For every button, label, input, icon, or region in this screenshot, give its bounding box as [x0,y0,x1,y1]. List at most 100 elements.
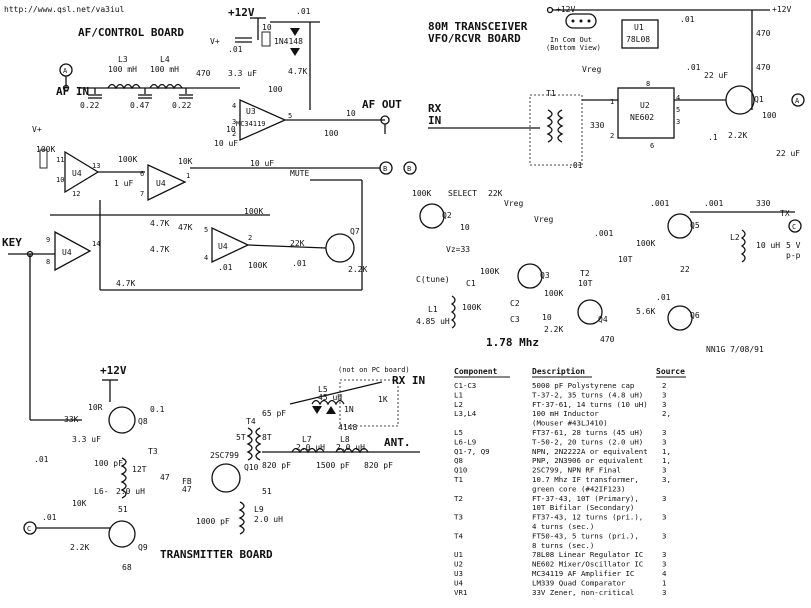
svg-text:1: 1 [186,172,190,180]
bom-component: Q10 [454,466,467,475]
svg-text:Q5: Q5 [690,221,700,230]
bom-description: 78L08 Linear Regulator IC [532,550,643,559]
vfo-board-title-1: 80M TRANSCEIVER [428,20,528,33]
bom-description: PNP, 2N3906 or equivalent [532,456,643,465]
svg-text:C1: C1 [466,279,476,288]
svg-text:10T: 10T [618,255,633,264]
bom-header-source: Source [656,367,685,376]
svg-text:C(tune): C(tune) [416,275,450,284]
svg-text:6: 6 [140,170,144,178]
svg-text:MC34119: MC34119 [236,120,266,128]
svg-text:1N: 1N [344,405,354,414]
svg-text:4.7K: 4.7K [116,279,135,288]
t3-transformer [120,457,127,499]
svg-text:51: 51 [262,487,272,496]
connector-c-vfo [788,219,802,233]
svg-text:5: 5 [288,112,292,120]
svg-text:5: 5 [204,226,208,234]
svg-text:3: 3 [232,118,236,126]
svg-text:1K: 1K [378,395,388,404]
svg-text:C: C [792,223,796,231]
bom-source: 3 [662,428,666,437]
bom-source: 3 [662,494,666,503]
bom-source: 1, [662,447,671,456]
bom-description: 10.7 Mhz IF transformer, [532,475,639,484]
t1-if-transformer [529,94,583,166]
svg-text:1000 pF: 1000 pF [196,517,230,526]
bom-source: 3 [662,466,666,475]
bom-component: U2 [454,560,463,569]
svg-text:4: 4 [676,94,680,102]
svg-text:22 uF: 22 uF [704,71,728,80]
svg-text:Q8: Q8 [138,417,148,426]
bom-header-description: Description [532,366,585,376]
tx-board-title: TRANSMITTER BOARD [160,548,273,561]
bom-source: 3 [662,531,666,540]
svg-text:4.7K: 4.7K [150,219,169,228]
frequency-label: 1.78 Mhz [486,336,539,349]
bom-component: L5 [454,428,463,437]
svg-text:100 mH: 100 mH [108,65,137,74]
q10-transistor [211,463,241,493]
svg-text:L5: L5 [318,385,328,394]
antenna-label: ANT. [384,436,411,449]
svg-text:10: 10 [542,313,552,322]
rx-in-tx-label: RX IN [392,374,425,387]
svg-text:4: 4 [232,102,236,110]
l7-inductor [291,447,325,454]
svg-text:8: 8 [646,80,650,88]
svg-text:.01: .01 [296,7,311,16]
svg-text:6: 6 [650,142,654,150]
svg-text:1N4148: 1N4148 [274,37,303,46]
svg-text:2.2K: 2.2K [70,543,89,552]
svg-text:33K: 33K [64,415,79,424]
l9-inductor [238,501,245,535]
bom-description: FT-37-61, 14 turns (10 uH) [532,400,648,409]
svg-text:U4: U4 [62,248,72,257]
connector-a-vfo [791,93,805,107]
svg-text:100K: 100K [544,289,563,298]
svg-text:L4: L4 [160,55,170,64]
af-supply-label: +12V [228,6,255,19]
svg-text:Q9: Q9 [138,543,148,552]
rx-in-label: RX [428,102,442,115]
source-url: http://www.qsl.net/va3iul [4,5,125,14]
q9-transistor [108,520,136,548]
svg-text:.1: .1 [708,133,718,142]
bom-component: L3,L4 [454,409,477,418]
not-on-pc-board-box [339,379,399,427]
svg-text:L7: L7 [302,435,312,444]
svg-text:T4: T4 [246,417,256,426]
svg-text:100: 100 [268,85,283,94]
svg-text:8T: 8T [262,433,272,442]
svg-text:V+: V+ [210,37,220,46]
svg-text:L3: L3 [118,55,128,64]
svg-text:78L08: 78L08 [626,35,650,44]
key-label: KEY [2,236,22,249]
svg-text:22K: 22K [488,189,503,198]
svg-text:IN: IN [428,114,441,127]
u1-regulator [621,19,659,49]
q4-transistor [577,299,603,325]
q5-transistor [667,213,693,239]
svg-text:Q4: Q4 [598,315,608,324]
q2-transistor [419,203,445,229]
t4-transformer [246,427,253,461]
svg-text:100: 100 [762,111,777,120]
svg-text:470: 470 [756,63,771,72]
svg-text:L6-: L6- [94,487,108,496]
svg-text:10: 10 [56,176,64,184]
svg-text:470: 470 [756,29,771,38]
svg-text:10R: 10R [88,403,103,412]
svg-text:3: 3 [676,118,680,126]
svg-text:C2: C2 [510,299,520,308]
svg-text:12: 12 [72,190,80,198]
bom-header-component: Component [454,367,498,376]
svg-text:2.0 uH: 2.0 uH [116,487,145,496]
svg-text:10 uF: 10 uF [214,139,238,148]
svg-text:330: 330 [590,121,605,130]
svg-text:10 uF: 10 uF [250,159,274,168]
af-in-label: AF IN [56,85,89,98]
svg-text:L9: L9 [254,505,264,514]
svg-text:22 uF: 22 uF [776,149,800,158]
